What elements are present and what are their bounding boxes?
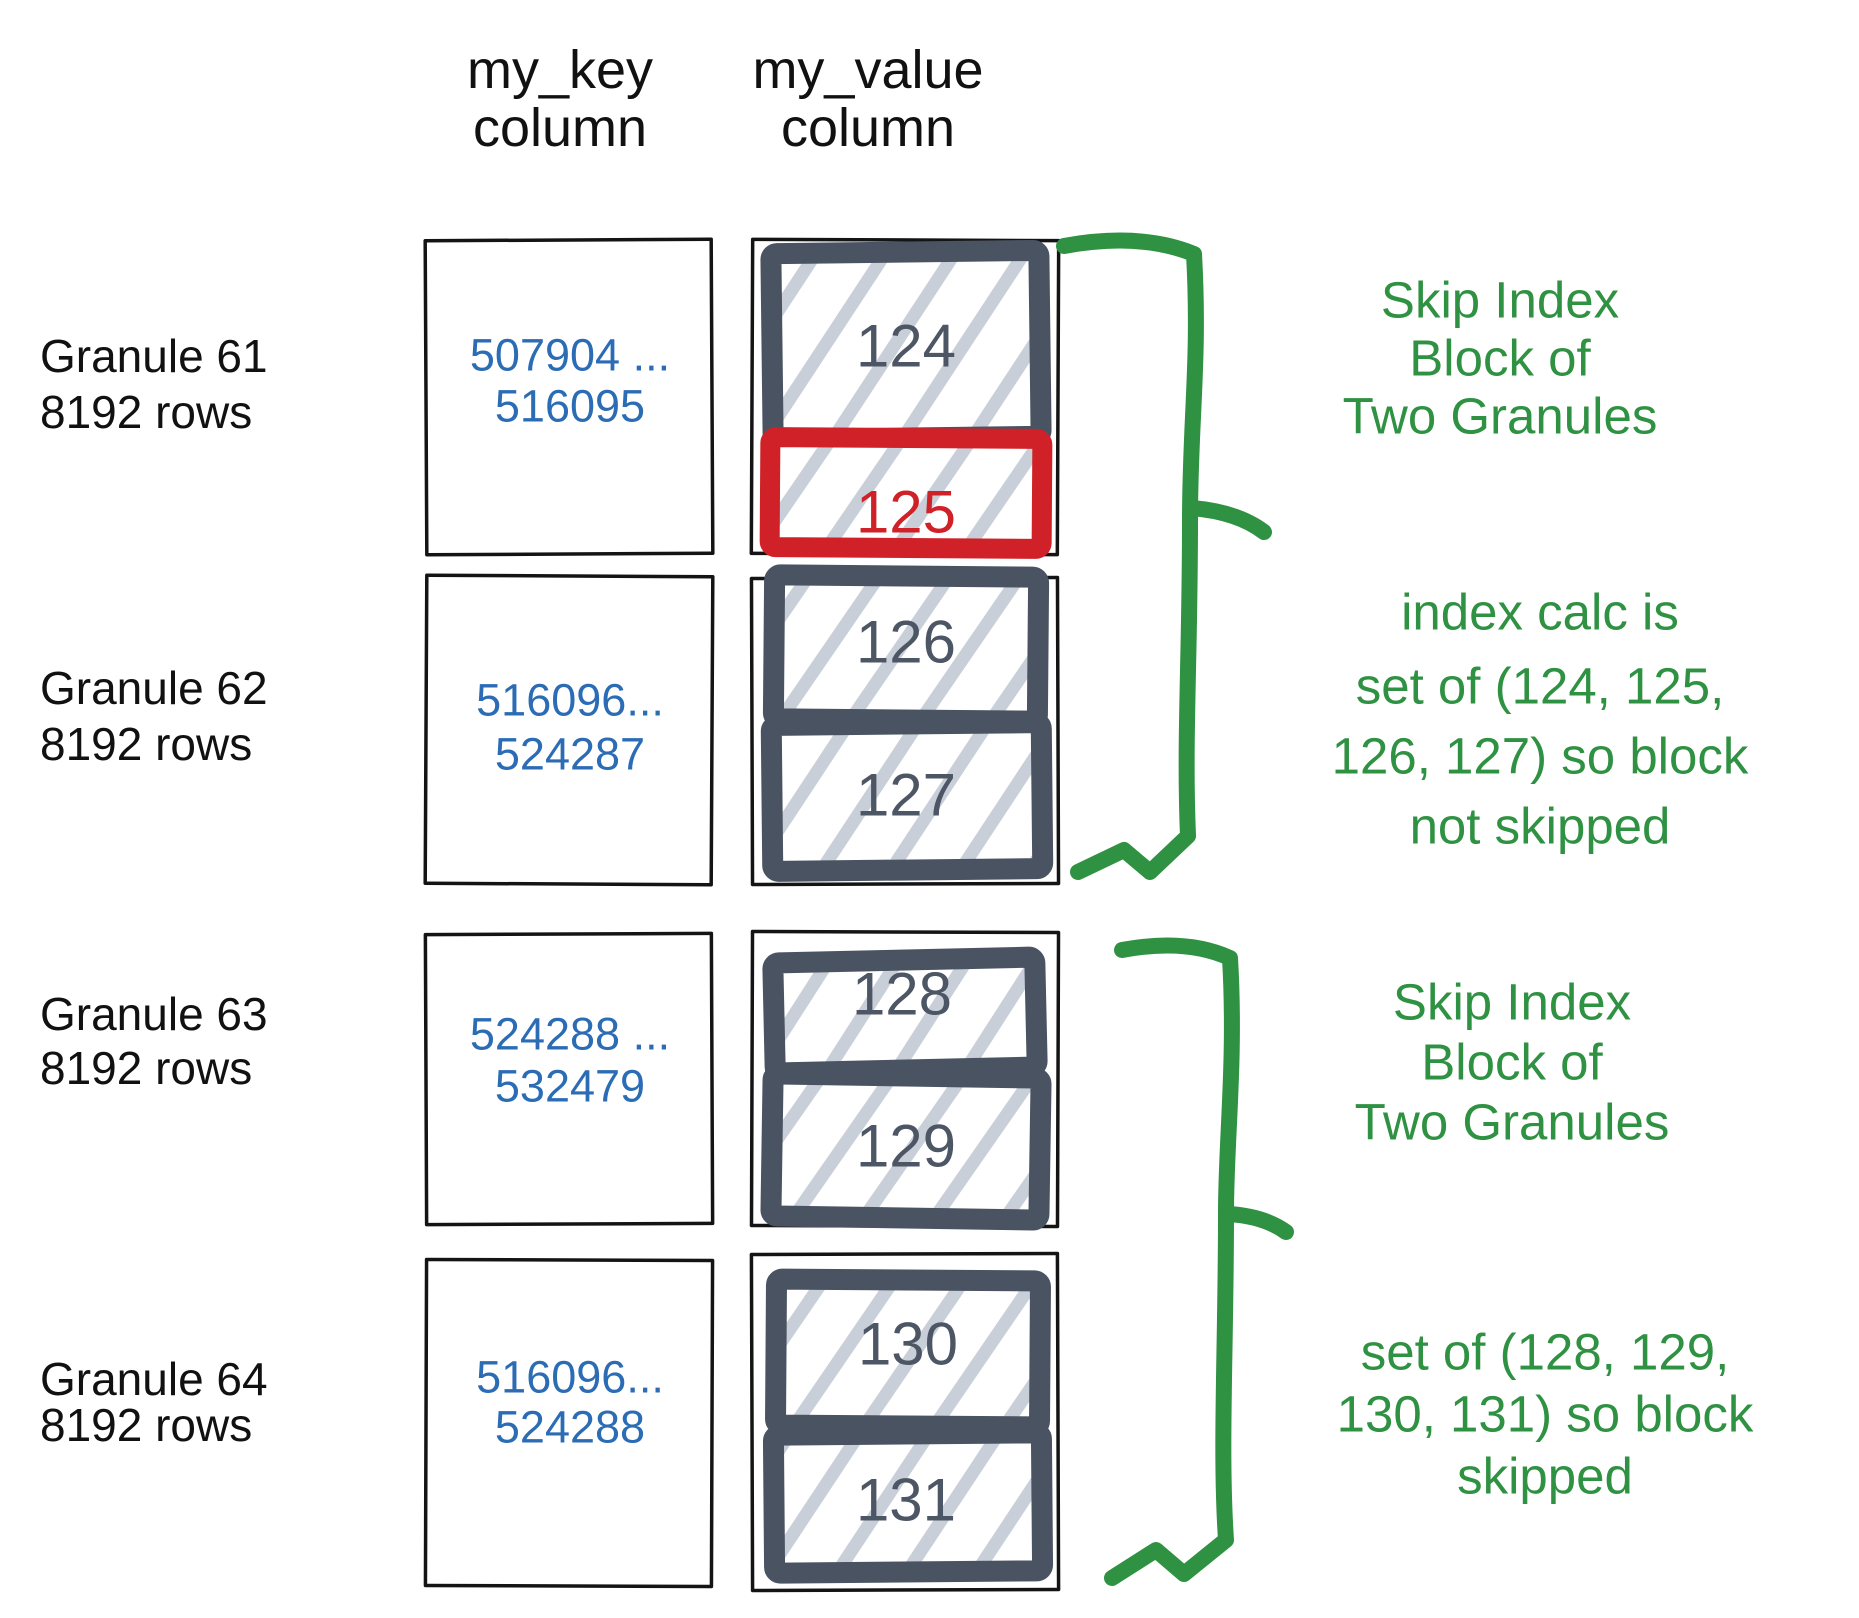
brace-curve xyxy=(1104,937,1240,1586)
granule-row-64: Granule 64 8192 rows 516096... 524288 13… xyxy=(40,1251,1061,1593)
block-number: 126 xyxy=(856,609,956,676)
annotation-line: set of (124, 125, xyxy=(1356,658,1725,715)
key-range-line1: 507904 ... xyxy=(470,330,670,381)
key-column-box xyxy=(423,237,715,557)
block-number: 129 xyxy=(856,1113,956,1180)
brace-curve xyxy=(1056,232,1204,880)
annotation-skip-block-2-title: Skip Index Block of Two Granules xyxy=(1355,974,1670,1151)
granule-rows-label: 8192 rows xyxy=(40,1399,252,1451)
annotation-line: Skip Index xyxy=(1393,974,1631,1031)
annotation-line: Skip Index xyxy=(1381,272,1619,329)
annotation-line: not skipped xyxy=(1410,798,1671,855)
granule-label: Granule 61 xyxy=(40,330,268,382)
key-range-line2: 524288 xyxy=(495,1402,645,1453)
key-range-line1: 516096... xyxy=(476,675,664,726)
block-number: 128 xyxy=(852,961,952,1028)
annotation-skip-block-1-title: Skip Index Block of Two Granules xyxy=(1343,272,1658,445)
index-block-125-highlighted: 125 xyxy=(759,427,1053,559)
key-range-line1: 524288 ... xyxy=(470,1009,670,1060)
annotation-line: Two Granules xyxy=(1355,1094,1670,1151)
index-block-124: 124 xyxy=(760,239,1052,451)
block-hatch-rect xyxy=(760,1063,1052,1231)
granule-row-62: Granule 62 8192 rows 516096... 524287 12… xyxy=(40,564,1061,887)
value-column-header-line2: column xyxy=(781,98,955,158)
key-column-box xyxy=(423,931,715,1227)
granule-label: Granule 62 xyxy=(40,662,268,714)
annotation-line: Block of xyxy=(1409,330,1591,387)
brace-mid-tick xyxy=(1184,500,1272,540)
brace-mid-tick xyxy=(1220,1206,1294,1240)
key-range-line2: 516095 xyxy=(495,381,645,432)
key-range-line1: 516096... xyxy=(476,1352,664,1403)
annotation-line: skipped xyxy=(1457,1448,1633,1505)
key-column-header-line1: my_key xyxy=(467,40,653,100)
index-block-131: 131 xyxy=(762,1422,1054,1584)
key-range-line2: 524287 xyxy=(495,729,645,780)
index-block-126: 126 xyxy=(762,564,1050,732)
key-range-line2: 532479 xyxy=(495,1061,645,1112)
granule-row-61: Granule 61 8192 rows 507904 ... 516095 1… xyxy=(40,237,1061,559)
annotation-line: 130, 131) so block xyxy=(1337,1386,1754,1443)
block-number: 130 xyxy=(858,1311,958,1378)
annotation-line: set of (128, 129, xyxy=(1361,1324,1730,1381)
annotation-line: index calc is xyxy=(1401,584,1679,641)
index-block-127: 127 xyxy=(760,712,1054,882)
block-hatch-rect xyxy=(762,1422,1054,1584)
skip-block-2-brace xyxy=(1104,937,1294,1586)
annotation-skip-block-2-detail: set of (128, 129, 130, 131) so block ski… xyxy=(1337,1324,1754,1505)
block-number: 127 xyxy=(856,762,956,829)
index-block-130: 130 xyxy=(765,1268,1051,1438)
annotation-skip-block-1-detail: index calc is set of (124, 125, 126, 127… xyxy=(1332,584,1749,855)
value-column-box xyxy=(749,1251,1061,1593)
granule-rows-label: 8192 rows xyxy=(40,386,252,438)
granule-label: Granule 63 xyxy=(40,988,268,1040)
value-column-header-line1: my_value xyxy=(752,40,983,100)
key-column-header-line2: column xyxy=(473,98,647,158)
block-hatch-rect xyxy=(759,427,1053,559)
column-headers: my_key column my_value column xyxy=(467,40,984,158)
annotation-line: Two Granules xyxy=(1343,388,1658,445)
granule-row-63: Granule 63 8192 rows 524288 ... 532479 1… xyxy=(40,929,1061,1231)
index-block-128: 128 xyxy=(762,946,1048,1084)
skip-block-1-brace xyxy=(1056,232,1272,880)
key-column-box xyxy=(423,1257,715,1589)
granule-rows-label: 8192 rows xyxy=(40,1042,252,1094)
granule-label: Granule 64 xyxy=(40,1353,268,1405)
key-column-box xyxy=(423,573,715,887)
block-number: 125 xyxy=(856,479,956,546)
granule-rows-label: 8192 rows xyxy=(40,718,252,770)
index-block-129: 129 xyxy=(760,1063,1052,1231)
annotation-line: Block of xyxy=(1421,1034,1603,1091)
annotation-line: 126, 127) so block xyxy=(1332,728,1749,785)
block-number: 124 xyxy=(856,313,956,380)
block-number: 131 xyxy=(856,1467,956,1534)
block-hatch-rect xyxy=(760,712,1054,882)
